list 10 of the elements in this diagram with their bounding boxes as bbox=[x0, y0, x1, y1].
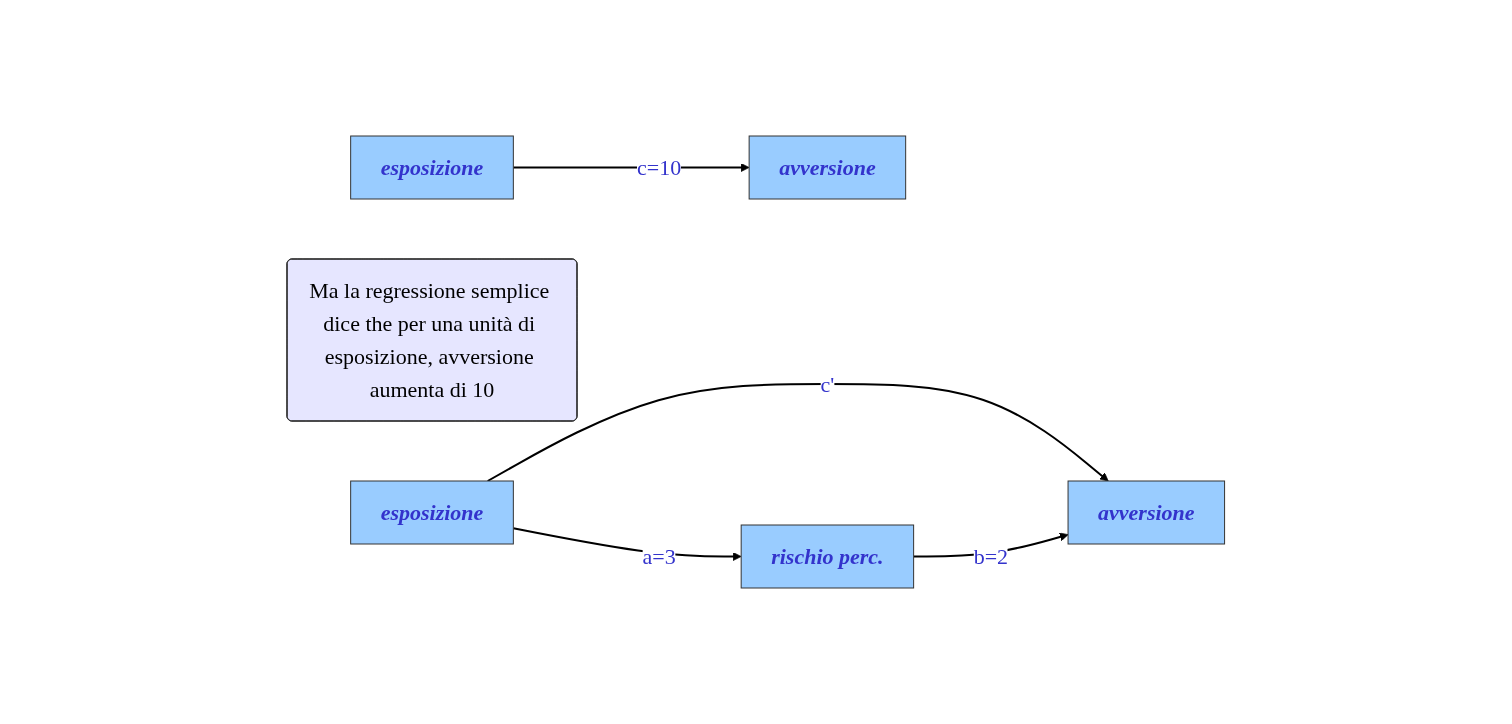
edge-label: a=3 bbox=[642, 544, 676, 569]
arrow bbox=[486, 383, 1109, 482]
node-box: esposizione bbox=[350, 135, 515, 200]
node-box: avversione bbox=[1067, 480, 1226, 545]
node-box: rischio perc. bbox=[740, 524, 915, 589]
edge-label: c' bbox=[820, 371, 835, 397]
edge-label: b=2 bbox=[973, 544, 1009, 569]
edge-label: c=10 bbox=[637, 155, 682, 180]
node-box: avversione bbox=[748, 135, 907, 200]
node-box: esposizione bbox=[350, 480, 515, 545]
